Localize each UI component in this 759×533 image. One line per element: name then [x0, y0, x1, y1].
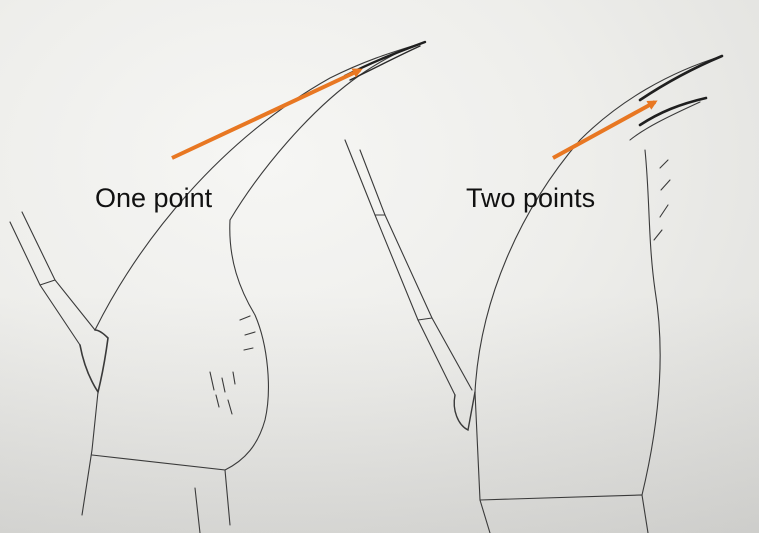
arrow-one-point	[172, 70, 360, 158]
arrow-two-points	[553, 102, 655, 158]
two-points-label: Two points	[466, 183, 595, 214]
one-point-label: One point	[95, 183, 212, 214]
right-claw-drawing	[345, 56, 722, 533]
left-claw-drawing	[10, 42, 425, 533]
